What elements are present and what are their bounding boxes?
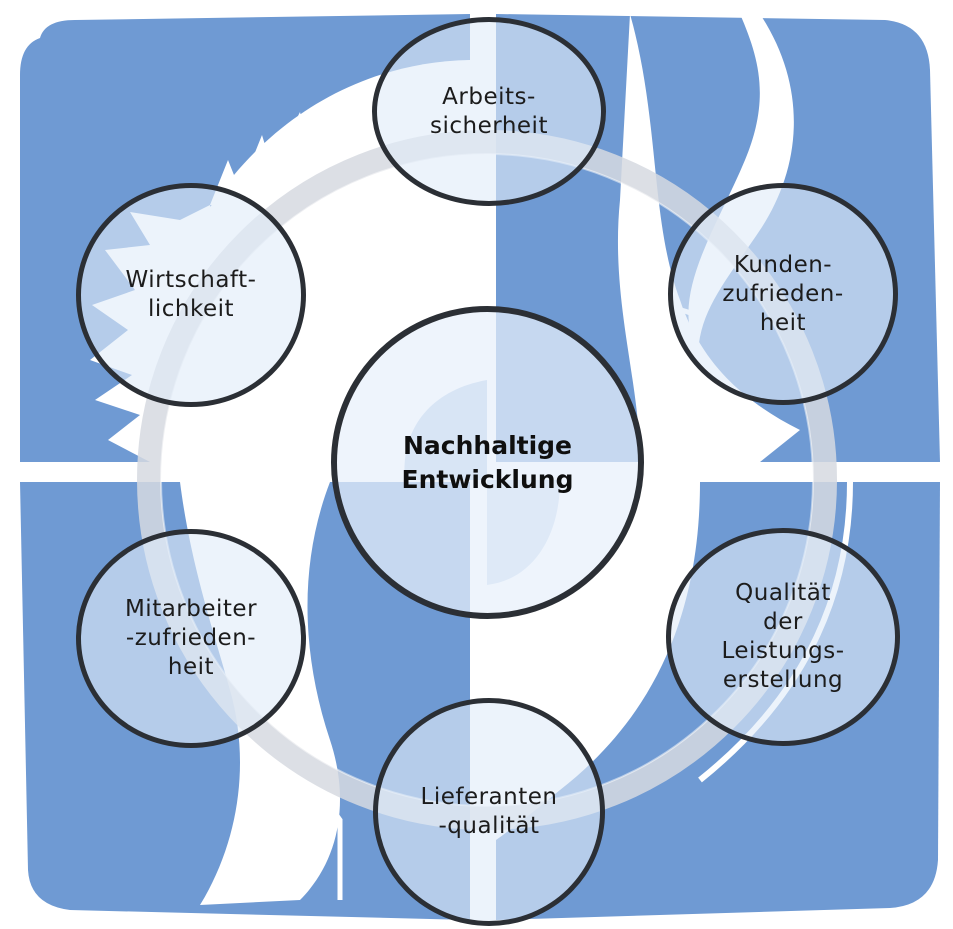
node-label: Mitarbeiter -zufrieden- heit <box>124 596 258 680</box>
node-label: Lieferanten -qualität <box>420 784 558 839</box>
node-label: Kunden- zufrieden- heit <box>722 251 844 336</box>
node-label: Qualität der Leistungs- erstellung <box>721 580 845 693</box>
node-mitarbeiterzufriedenheit: Mitarbeiter -zufrieden- heit <box>76 529 306 748</box>
center-node: Nachhaltige Entwicklung <box>331 306 644 619</box>
node-arbeitssicherheit: Arbeits- sicherheit <box>372 17 606 206</box>
node-kundenzufriedenheit: Kunden- zufrieden- heit <box>668 183 898 405</box>
node-lieferantenqualitaet: Lieferanten -qualität <box>373 698 605 926</box>
blade-shape-top-right <box>617 14 800 462</box>
node-label: Arbeits- sicherheit <box>430 83 548 139</box>
node-label: Wirtschaft- lichkeit <box>125 267 257 322</box>
node-wirtschaftlichkeit: Wirtschaft- lichkeit <box>76 183 306 407</box>
center-label: Nachhaltige Entwicklung <box>401 430 574 494</box>
node-qualitaet: Qualität der Leistungs- erstellung <box>666 528 900 746</box>
